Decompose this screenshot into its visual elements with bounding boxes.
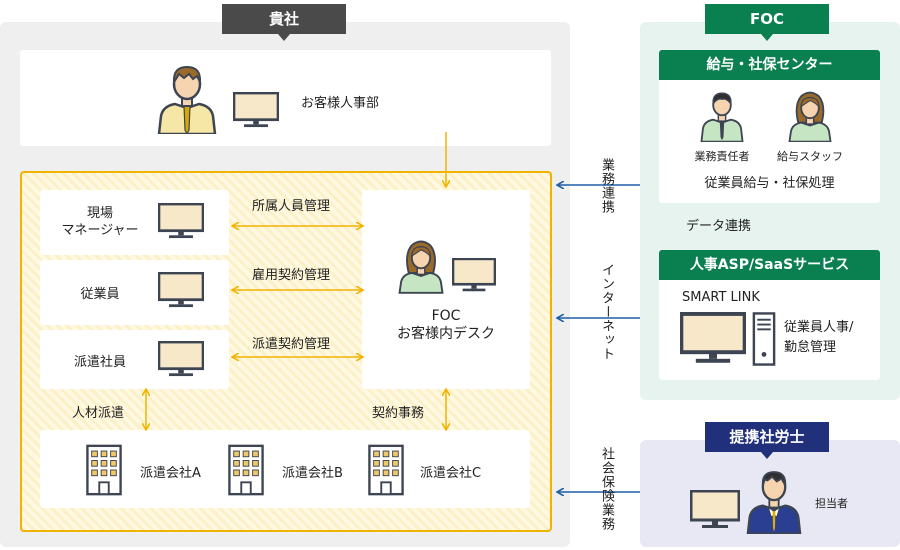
payroll-center-box: 給与・社保センター (659, 50, 880, 203)
staffing-label: 人材派遣 (72, 406, 125, 421)
partner-monitor-icon (690, 490, 740, 530)
foc-tag-pointer (761, 34, 773, 41)
foc-tag: FOC (705, 4, 829, 34)
desk-monitor-icon (452, 258, 496, 293)
agency-b-label: 派遣会社B (282, 466, 343, 481)
social-link-label: 社会保険業務 (599, 447, 614, 531)
asp-title: 人事ASP/SaaSサービス (659, 250, 880, 280)
staff-person-icon (788, 90, 832, 142)
data-link-label: データ連携 (686, 219, 752, 234)
hr-dept-label: お客様人事部 (301, 96, 380, 111)
desk-label: FOC お客様内デスク (397, 308, 495, 342)
payroll-center-title: 給与・社保センター (659, 50, 880, 80)
manager-label: 業務責任者 (694, 150, 750, 163)
asp-monitor-icon (680, 312, 746, 366)
flow-label-1: 所属人員管理 (252, 199, 331, 214)
partner-tag: 提携社労士 (705, 422, 829, 452)
staff-label: 給与スタッフ (777, 150, 843, 163)
business-link-label: 業務連携 (599, 158, 614, 214)
asp-label: 従業員人事/ 勤怠管理 (784, 320, 854, 355)
desk-person-icon (398, 237, 444, 295)
partner-person-icon (746, 468, 802, 534)
asp-server-icon (752, 312, 776, 366)
product-label: SMART LINK (682, 290, 760, 305)
partner-person-label: 担当者 (815, 497, 848, 510)
agency-a-building-icon (86, 444, 122, 496)
client-tag: 貴社 (222, 4, 346, 34)
employee-label: 従業員 (80, 287, 120, 302)
manager-person-icon (700, 90, 744, 142)
flow-label-3: 派遣契約管理 (252, 337, 331, 352)
client-tag-pointer (278, 34, 290, 41)
partner-tag-pointer (761, 452, 773, 459)
flow-label-2: 雇用契約管理 (252, 268, 331, 283)
agency-a-label: 派遣会社A (140, 466, 201, 481)
agency-c-label: 派遣会社C (420, 466, 482, 481)
processing-label: 従業員給与・社保処理 (704, 176, 835, 191)
desk-box (362, 190, 530, 389)
agency-b-building-icon (228, 444, 264, 496)
agency-c-building-icon (368, 444, 404, 496)
dispatch-label: 派遣社員 (73, 355, 126, 370)
hr-dept-box (20, 50, 551, 146)
contract-label: 契約事務 (372, 406, 425, 421)
manager-label: 現場 マネージャー (61, 206, 139, 238)
internet-link-label: インターネット (599, 263, 614, 361)
